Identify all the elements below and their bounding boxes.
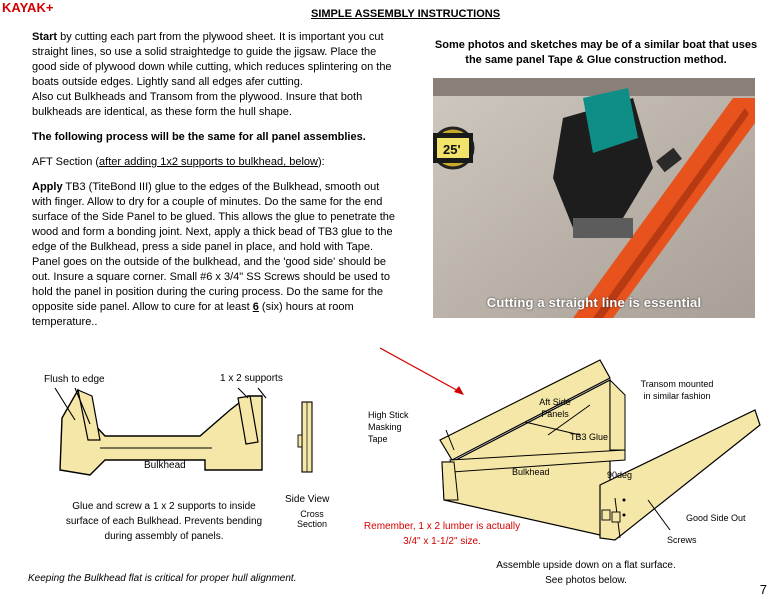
- side-view-label: Side View: [285, 494, 330, 505]
- page-title: SIMPLE ASSEMBLY INSTRUCTIONS: [311, 8, 501, 20]
- assemble-note: Assemble upside down on a flat surface. …: [496, 560, 676, 586]
- aft-prefix: AFT Section (: [32, 156, 100, 168]
- lumber-size-note: Remember, 1 x 2 lumber is actually 3/4" …: [363, 521, 521, 547]
- cutting-text: by cutting each part from the plywood sh…: [32, 31, 392, 88]
- screws-label: Screws: [667, 535, 697, 545]
- photo-pointer-arrow: [379, 347, 464, 395]
- glue-screw-note: Glue and screw a 1 x 2 supports to insid…: [65, 501, 263, 542]
- assembly-bulkhead-label: Bulkhead: [512, 467, 550, 477]
- aft-underlined: after adding 1x2 supports to bulkhead, b…: [99, 156, 318, 168]
- aft-side-panels-label: Aft Side Panels: [539, 397, 571, 419]
- aft-suffix: ):: [317, 156, 325, 168]
- jigsaw-photo: 25' Cutting a straight line is essential: [433, 78, 755, 318]
- bulkhead-label: Bulkhead: [144, 460, 186, 471]
- tb3-glue-label: TB3 Glue: [570, 432, 609, 442]
- paragraph-apply: Apply TB3 (TiteBond III) glue to the edg…: [32, 180, 400, 330]
- paragraph-cutting: Start by cutting each part from the plyw…: [32, 30, 400, 90]
- instructions-column: Start by cutting each part from the plyw…: [32, 30, 400, 330]
- apply-text: TB3 (TiteBond III) glue to the edges of …: [32, 181, 396, 313]
- start-lead: Start: [32, 31, 58, 43]
- cure-hours: 6: [252, 301, 259, 313]
- paragraph-bulkheads: Also cut Bulkheads and Transom from the …: [32, 91, 363, 118]
- photo-caption: Cutting a straight line is essential: [486, 295, 702, 310]
- brand-logo: KAYAK+: [2, 0, 54, 15]
- transom-label: Transom mounted in similar fashion: [640, 379, 714, 401]
- tape-measure-label: 25': [443, 142, 461, 157]
- ninety-deg-label: 90deg: [607, 470, 633, 480]
- page-number: 7: [759, 582, 767, 597]
- bulkhead-flat-note: Keeping the Bulkhead flat is critical fo…: [28, 573, 297, 584]
- masking-tape-label: High Stick Masking Tape: [368, 410, 409, 444]
- jigsaw-illustration: 25': [433, 78, 755, 318]
- aft-section-heading: AFT Section (after adding 1x2 supports t…: [32, 155, 400, 170]
- cross-section-label: Cross Section: [296, 509, 328, 529]
- good-side-out-label: Good Side Out: [686, 513, 746, 523]
- process-note: The following process will be the same f…: [32, 131, 366, 143]
- flush-to-edge-label: Flush to edge: [44, 374, 105, 385]
- similar-boat-note: Some photos and sketches may be of a sim…: [434, 39, 758, 66]
- supports-label: 1 x 2 supports: [220, 373, 283, 384]
- aft-assembly-diagram: [439, 359, 761, 541]
- bulkhead-diagram: [54, 387, 313, 476]
- apply-lead: Apply: [32, 181, 63, 193]
- apply-text-end: (six) hours at room temperature..: [32, 301, 354, 328]
